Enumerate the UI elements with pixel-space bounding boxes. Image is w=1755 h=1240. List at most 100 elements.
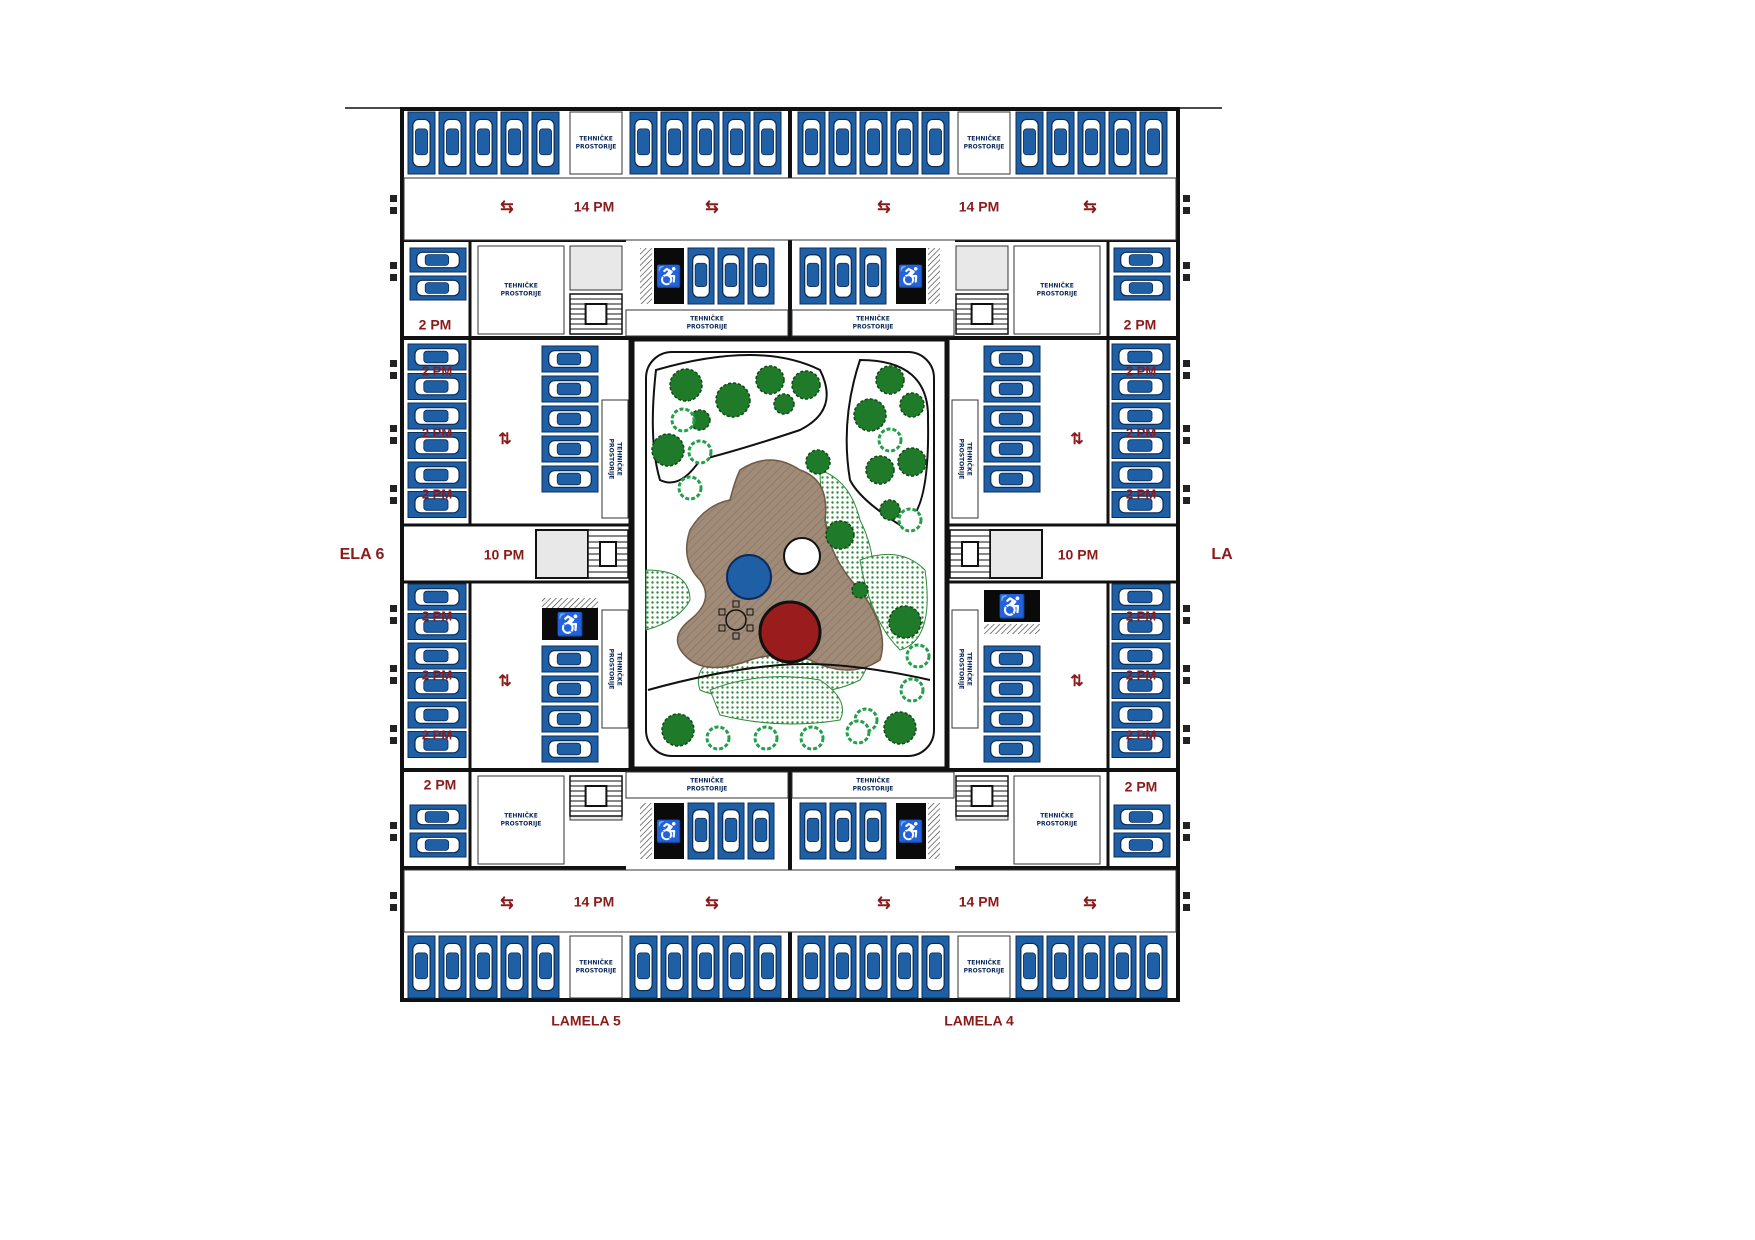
lift-shaft	[989, 529, 1043, 579]
tree	[651, 433, 685, 467]
parking-space	[1113, 804, 1171, 830]
aisle-bottom	[403, 869, 1177, 933]
accessible-parking-space: ♿	[654, 248, 684, 304]
parking-space	[1111, 402, 1171, 430]
parking-space	[500, 111, 529, 175]
parking-space	[983, 465, 1041, 493]
parking-space	[983, 435, 1041, 463]
parking-space	[829, 247, 857, 305]
parking-space	[531, 111, 560, 175]
technical-room-line2: PROSTORIJE	[958, 649, 965, 690]
wooden-deck	[676, 459, 884, 671]
technical-room-line2: PROSTORIJE	[608, 439, 615, 480]
wheelchair-icon: ♿	[898, 264, 924, 289]
parking-space	[859, 935, 888, 999]
ventilation-marker	[1183, 262, 1190, 281]
shrub	[899, 677, 925, 703]
technical-room	[601, 399, 629, 519]
parking-space	[541, 705, 599, 733]
parking-space	[1113, 247, 1171, 273]
capacity-label-2pm: 2 PM	[1126, 486, 1156, 501]
accessible-parking-space: ♿	[654, 803, 684, 859]
lamela-5-label: LAMELA 5	[551, 1013, 621, 1029]
tree	[851, 581, 869, 599]
shrub	[877, 427, 903, 453]
technical-room-line1: TEHNIČKE	[856, 316, 890, 323]
technical-room	[625, 771, 789, 799]
lift-shaft	[955, 245, 1009, 291]
courtyard-garden	[631, 338, 948, 770]
white-circle-feature	[783, 537, 821, 575]
capacity-label-2pm: 2 PM	[424, 777, 457, 793]
technical-room-line1: TEHNIČKE	[616, 442, 623, 476]
technical-room-line1: TEHNIČKE	[690, 778, 724, 785]
tree	[865, 455, 895, 485]
capacity-label-2pm: 2 PM	[422, 486, 452, 501]
blue-circle-feature	[726, 554, 772, 600]
technical-room-line1: TEHNIČKE	[1040, 283, 1074, 290]
ventilation-marker	[390, 665, 397, 684]
ventilation-marker	[390, 425, 397, 444]
parking-space	[983, 705, 1041, 733]
parking-space	[1111, 461, 1171, 489]
capacity-label-2pm: 2 PM	[1124, 317, 1157, 333]
parking-space	[409, 832, 467, 858]
capacity-label-2pm: 2 PM	[1125, 779, 1158, 795]
tree	[875, 365, 905, 395]
parking-space	[407, 731, 467, 758]
ventilation-marker	[390, 485, 397, 504]
technical-room-line2: PROSTORIJE	[608, 649, 615, 690]
accessible-parking-space: ♿	[542, 608, 598, 640]
parking-space	[1111, 373, 1171, 400]
parking-space	[1108, 111, 1137, 175]
capacity-label-2pm: 2 PM	[1126, 363, 1156, 378]
walls-layer	[345, 107, 1222, 1002]
hatched-zone	[640, 248, 652, 304]
hatched-zone	[640, 803, 652, 859]
ramp-arrows-icon: ⇆	[1083, 199, 1096, 216]
technical-room	[951, 609, 979, 729]
tree	[888, 605, 922, 639]
parking-space	[687, 247, 715, 305]
chair	[732, 632, 740, 640]
parking-space	[541, 735, 599, 763]
tree	[773, 393, 795, 415]
parking-space	[1108, 935, 1137, 999]
technical-room-line2: PROSTORIJE	[1037, 291, 1078, 298]
technical-room-line2: PROSTORIJE	[1037, 821, 1078, 828]
parking-space	[1111, 583, 1171, 611]
chair	[718, 624, 726, 632]
parking-space	[541, 405, 599, 433]
wheelchair-icon: ♿	[656, 264, 682, 289]
parking-space	[797, 111, 826, 175]
parking-space	[983, 735, 1041, 763]
technical-room-line1: TEHNIČKE	[856, 778, 890, 785]
parking-space	[407, 583, 467, 611]
parking-space	[921, 111, 950, 175]
ventilation-marker	[1183, 485, 1190, 504]
technical-room-line2: PROSTORIJE	[501, 291, 542, 298]
ramp-arrows-icon: ⇆	[705, 895, 718, 912]
parking-space	[660, 111, 689, 175]
parking-space	[407, 402, 467, 430]
parking-space	[890, 935, 919, 999]
capacity-label-2pm: 2 PM	[1126, 667, 1156, 682]
parking-space	[828, 111, 857, 175]
ramp-arrows-icon: ⇆	[877, 895, 890, 912]
aisle-top	[403, 177, 1177, 241]
parking-space	[717, 247, 745, 305]
tree	[669, 368, 703, 402]
ventilation-marker	[1183, 892, 1190, 911]
parking-space	[983, 675, 1041, 703]
technical-room	[477, 775, 565, 865]
parking-space	[691, 111, 720, 175]
parking-space	[409, 804, 467, 830]
technical-room-line2: PROSTORIJE	[501, 821, 542, 828]
